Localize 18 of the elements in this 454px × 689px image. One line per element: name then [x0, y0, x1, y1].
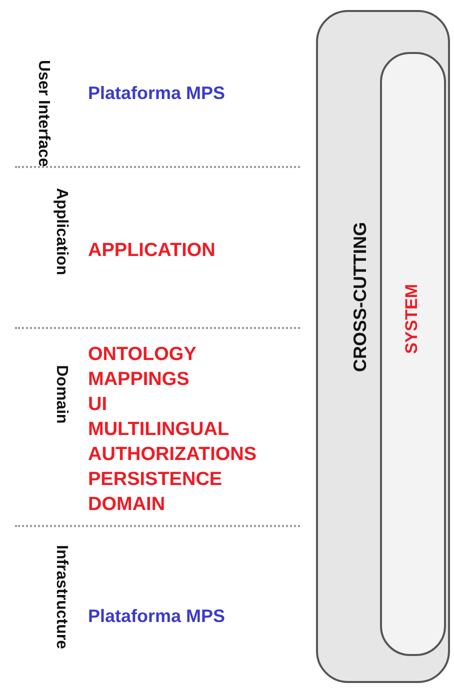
cross-cutting-panel: [316, 10, 450, 683]
component-label: PERSISTENCE: [88, 469, 222, 491]
component-label: ONTOLOGY: [88, 344, 196, 366]
system-panel: [380, 52, 446, 656]
layer-name: User Interface: [34, 60, 51, 167]
component-label: Plataforma MPS: [88, 83, 226, 104]
layer-name: Infrastructure: [52, 545, 69, 650]
panel-title: CROSS-CUTTING: [350, 222, 371, 372]
component-label: Plataforma MPS: [88, 606, 226, 627]
layer-name: Application: [52, 188, 69, 276]
component-label: DOMAIN: [88, 494, 166, 516]
component-label: APPLICATION: [88, 240, 216, 262]
panel-title: SYSTEM: [402, 284, 422, 354]
component-label: MULTILINGUAL: [88, 419, 230, 441]
component-label: MAPPINGS: [88, 369, 190, 391]
component-label: UI: [88, 394, 107, 416]
layer-name: Domain: [52, 365, 69, 424]
component-label: AUTHORIZATIONS: [88, 444, 257, 466]
